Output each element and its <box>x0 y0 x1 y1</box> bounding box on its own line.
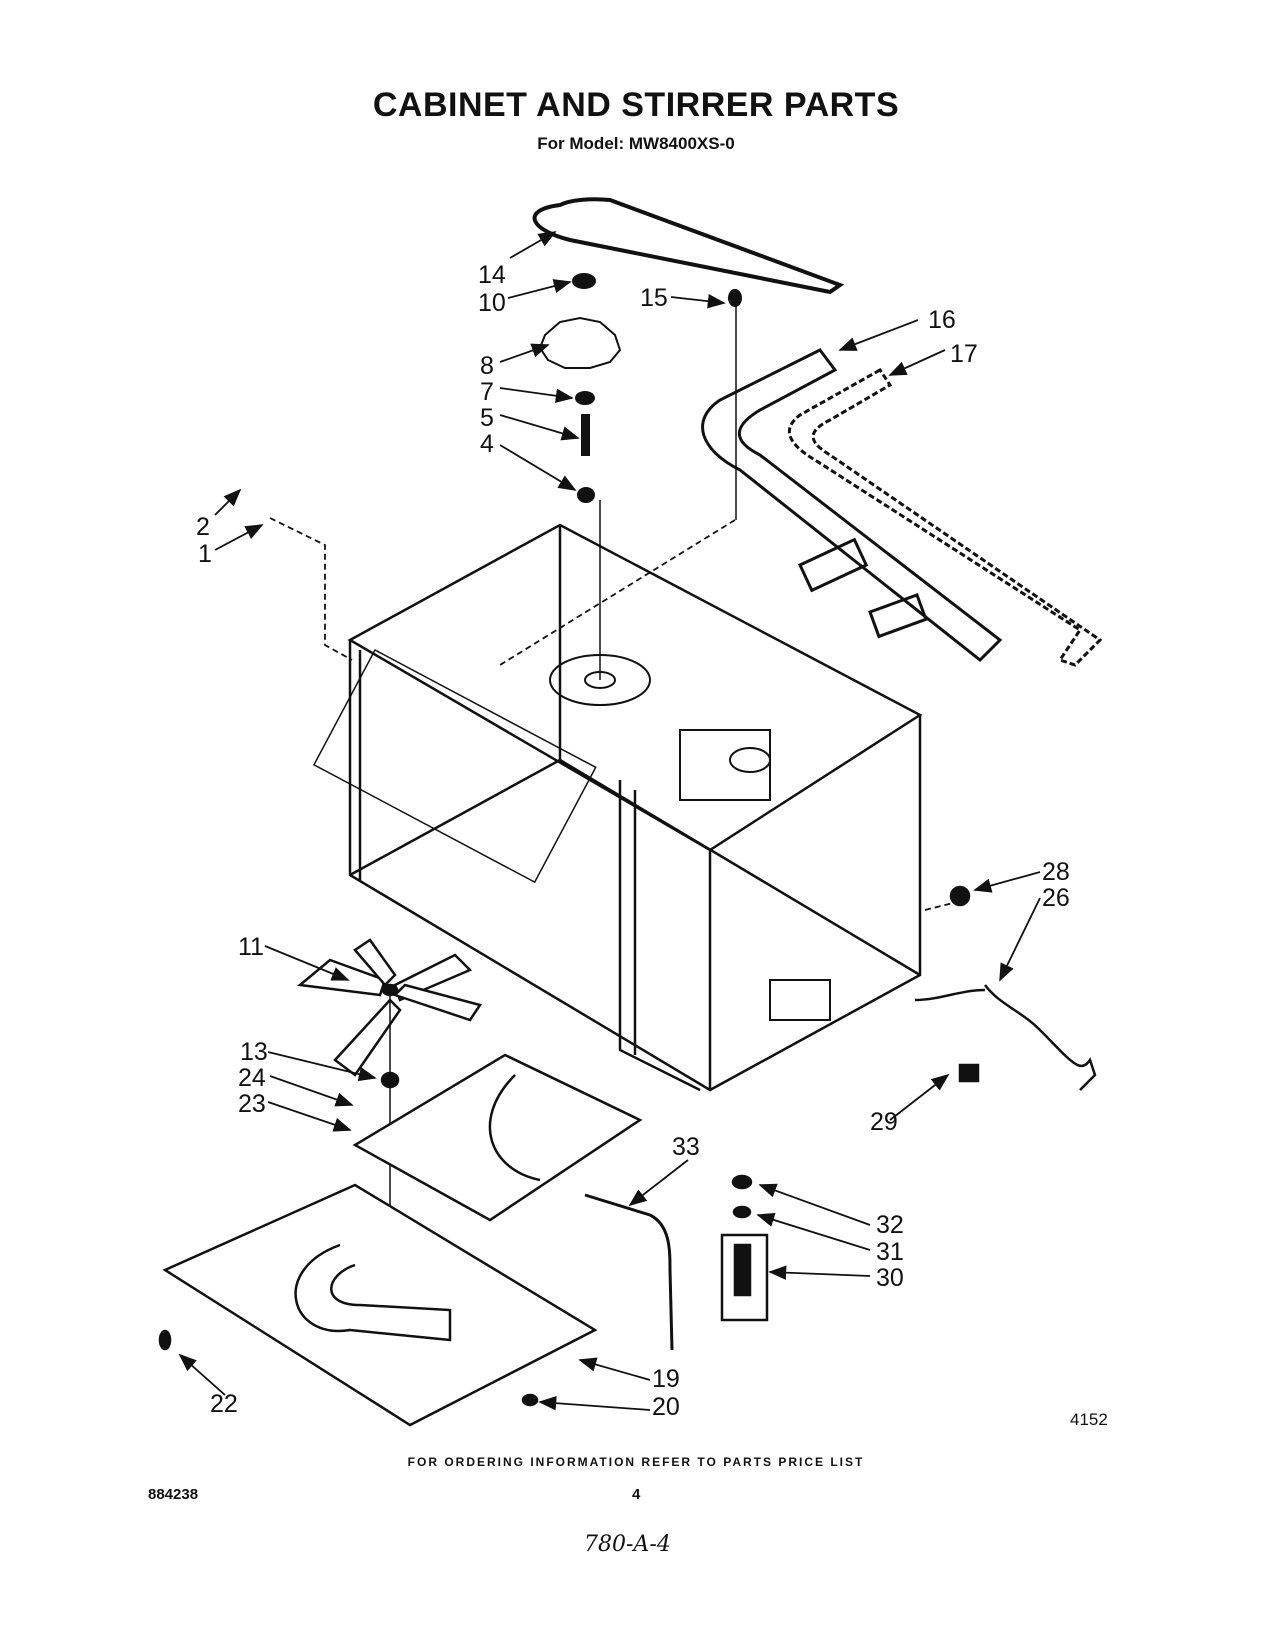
callout-29: 29 <box>870 1108 898 1136</box>
callout-33: 33 <box>672 1133 700 1161</box>
page-title: CABINET AND STIRRER PARTS <box>372 86 900 124</box>
callout-32: 32 <box>876 1211 904 1239</box>
waveguide-seal-strips <box>701 348 1103 667</box>
callout-28: 28 <box>1042 858 1070 886</box>
callout-11: 11 <box>238 933 264 961</box>
callout-13: 13 <box>240 1038 268 1066</box>
callout-30: 30 <box>876 1264 904 1292</box>
callout-20: 20 <box>652 1393 680 1421</box>
callout-23: 23 <box>238 1090 266 1118</box>
callout-8: 8 <box>480 352 494 380</box>
callout-24: 24 <box>238 1064 266 1092</box>
stirrer-gear-assembly <box>538 273 742 520</box>
stirrer-cover-plates <box>158 1053 643 1427</box>
callout-22: 22 <box>210 1390 238 1418</box>
callout-14: 14 <box>478 261 506 289</box>
callout-10: 10 <box>478 289 506 317</box>
handwritten-reference: 780-A-4 <box>584 1532 671 1557</box>
callout-2: 2 <box>196 513 210 541</box>
leader-lines <box>178 231 1041 1411</box>
callout-26: 26 <box>1042 884 1070 912</box>
document-number: 884238 <box>148 1486 199 1503</box>
callout-16: 16 <box>928 306 956 334</box>
cabinet-frame <box>312 500 923 1092</box>
callout-19: 19 <box>652 1365 680 1393</box>
drive-belt <box>532 197 845 295</box>
callout-4: 4 <box>480 430 494 458</box>
page-number: 4 <box>632 1486 641 1503</box>
model-subtitle: For Model: MW8400XS-0 <box>537 134 735 153</box>
power-cord-parts <box>584 885 1097 1351</box>
callout-17: 17 <box>950 340 978 368</box>
callout-5: 5 <box>480 404 494 432</box>
callout-7: 7 <box>480 378 494 406</box>
diagram-code: 4152 <box>1070 1410 1108 1429</box>
ordering-note: FOR ORDERING INFORMATION REFER TO PARTS … <box>407 1455 865 1469</box>
callout-1: 1 <box>198 540 212 568</box>
callout-15: 15 <box>640 284 668 312</box>
callout-labels: 14 10 15 16 17 8 7 5 4 2 1 11 13 24 23 2… <box>196 261 1070 1421</box>
callout-31: 31 <box>876 1238 904 1266</box>
